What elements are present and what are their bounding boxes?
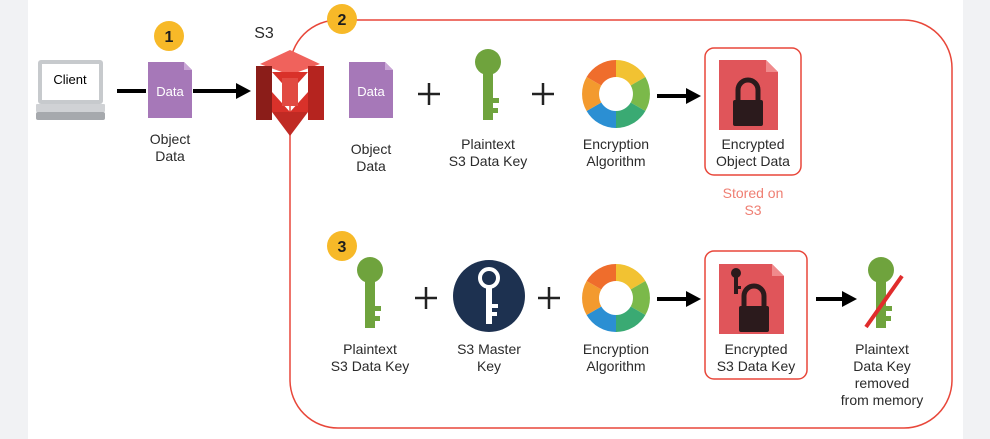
plus-icon: [415, 287, 437, 309]
doc-2-text: Data: [357, 84, 385, 99]
doc-1-text: Data: [156, 84, 184, 99]
left-margin: [0, 0, 28, 439]
step2-key-caption: Plaintext S3 Data Key: [448, 136, 528, 169]
arrow-to-removed-key: [816, 291, 857, 307]
step2-algorithm-caption: Encryption Algorithm: [582, 136, 650, 169]
s3-label: S3: [254, 25, 274, 42]
s3-bucket-icon: [256, 50, 324, 136]
client-label: Client: [53, 72, 87, 87]
step3-algorithm-caption: Encryption Algorithm: [582, 341, 650, 374]
step-2-badge: 2: [327, 4, 357, 34]
small-key-icon: [731, 268, 741, 294]
client-computer-icon: Client: [36, 60, 105, 120]
step1-object-data-caption: Object Data: [149, 131, 191, 164]
step3-encrypted-key-caption: Encrypted S3 Data Key: [716, 341, 796, 374]
encryption-algorithm-icon-2: [582, 264, 650, 332]
plaintext-data-key-icon-2: [357, 257, 383, 328]
plus-icon: [418, 83, 440, 105]
plaintext-data-key-icon: [475, 49, 501, 120]
step2-object-data-caption: Object Data: [350, 141, 392, 174]
plus-icon: [532, 83, 554, 105]
step2-encrypted-object-caption: Encrypted Object Data: [716, 136, 790, 169]
step-2-number: 2: [338, 12, 347, 29]
step-1-badge: 1: [154, 21, 184, 51]
s3-process-frame: [289, 19, 953, 429]
encrypted-object-data-box: [704, 47, 802, 176]
step-3-badge: 3: [327, 231, 357, 261]
step3-master-key-caption: S3 Master Key: [457, 341, 521, 374]
plus-icon: [538, 287, 560, 309]
object-data-document-icon: Data: [148, 62, 192, 118]
stored-on-s3-caption: Stored on S3: [722, 185, 784, 218]
step-3-number: 3: [338, 239, 347, 256]
arrow-data-to-s3: [193, 83, 251, 99]
object-data-document-icon-2: Data: [349, 62, 393, 118]
removed-data-key-icon: [864, 257, 904, 329]
step3-key-caption: Plaintext S3 Data Key: [330, 341, 410, 374]
encryption-algorithm-icon: [582, 60, 650, 128]
s3-master-key-icon: [453, 260, 525, 332]
step3-removed-key-caption: Plaintext Data Key removed from memory: [840, 341, 924, 408]
arrow-to-encrypted-object: [657, 88, 701, 104]
right-margin: [963, 0, 990, 439]
encrypted-data-key-box: [704, 250, 808, 380]
arrow-to-encrypted-key: [657, 291, 701, 307]
step-1-number: 1: [165, 29, 174, 46]
